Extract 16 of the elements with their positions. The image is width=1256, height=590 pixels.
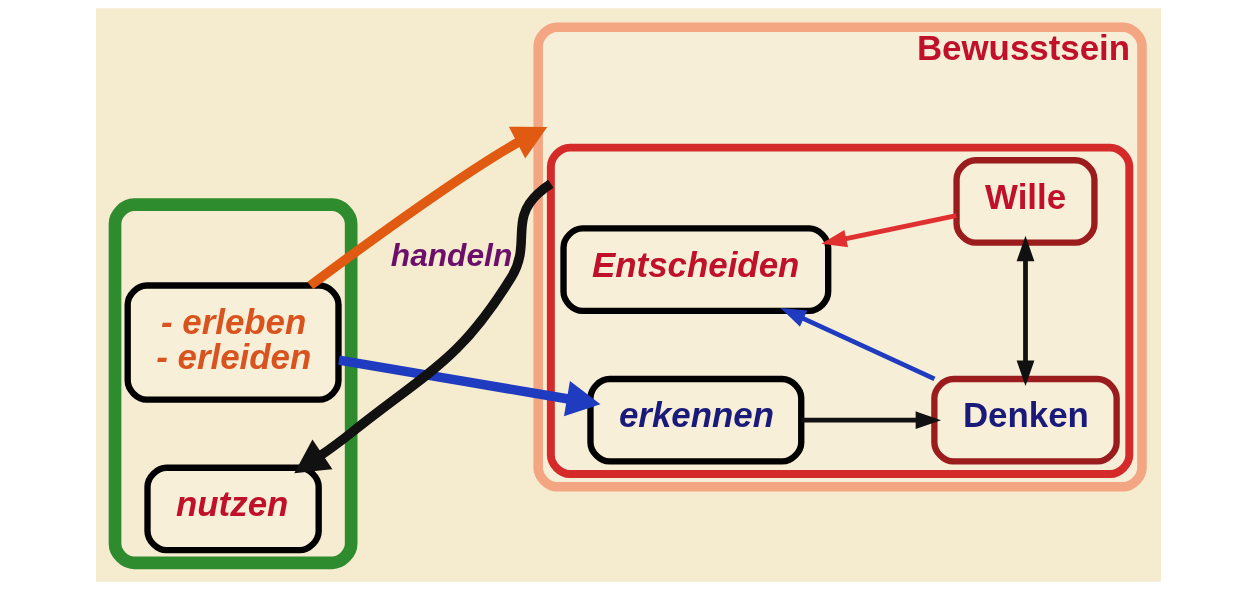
- node-box: - erleben - erleiden: [124, 282, 342, 403]
- node-box: Wille: [952, 157, 1098, 246]
- edge-label: handeln: [390, 237, 512, 274]
- node-box: Entscheiden: [559, 225, 831, 315]
- node-box: nutzen: [143, 464, 322, 554]
- cluster: [546, 143, 1133, 479]
- node-box: Denken: [930, 375, 1120, 465]
- arrow: [801, 411, 941, 430]
- cluster: [108, 198, 357, 570]
- arrow: [337, 355, 600, 417]
- arrow: [1016, 235, 1034, 386]
- node-box: erkennen: [586, 375, 804, 465]
- arrow: [820, 213, 957, 248]
- arrow: [293, 179, 553, 474]
- arrow: [307, 126, 547, 290]
- arrow: [780, 307, 935, 382]
